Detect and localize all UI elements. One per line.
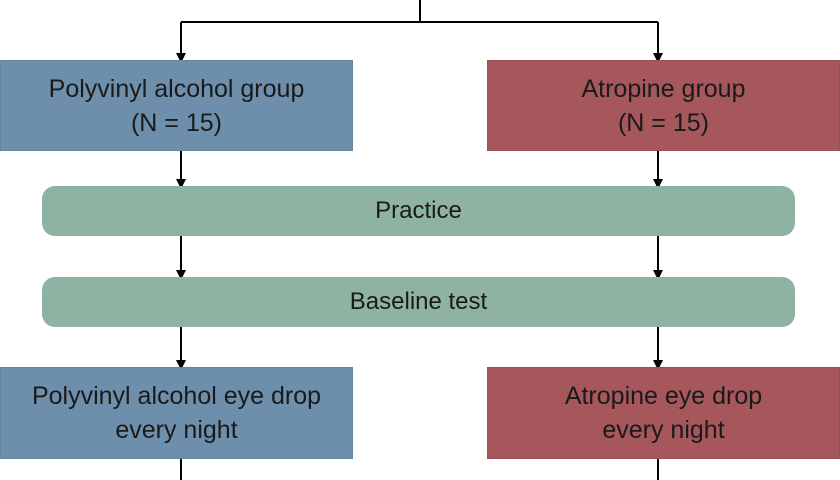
polyvinyl-alcohol-group-box: Polyvinyl alcohol group (N = 15)	[0, 60, 353, 151]
left-group-title: Polyvinyl alcohol group	[48, 74, 305, 103]
right-group-title: Atropine group	[581, 74, 746, 103]
atropine-eye-drop-box: Atropine eye drop every night	[487, 367, 840, 459]
atropine-group-box: Atropine group (N = 15)	[487, 60, 840, 151]
left-group-count: (N = 15)	[130, 108, 222, 137]
right-group-count: (N = 15)	[617, 108, 709, 137]
left-drop-line1: Polyvinyl alcohol eye drop	[31, 382, 322, 410]
left-drop-line2: every night	[115, 416, 238, 444]
practice-label: Practice	[375, 197, 462, 224]
practice-step: Practice	[42, 186, 795, 236]
right-drop-line1: Atropine eye drop	[564, 382, 763, 410]
right-drop-line2: every night	[602, 416, 725, 444]
baseline-label: Baseline test	[349, 288, 488, 315]
baseline-test-step: Baseline test	[42, 277, 795, 327]
polyvinyl-alcohol-eye-drop-box: Polyvinyl alcohol eye drop every night	[0, 367, 353, 459]
